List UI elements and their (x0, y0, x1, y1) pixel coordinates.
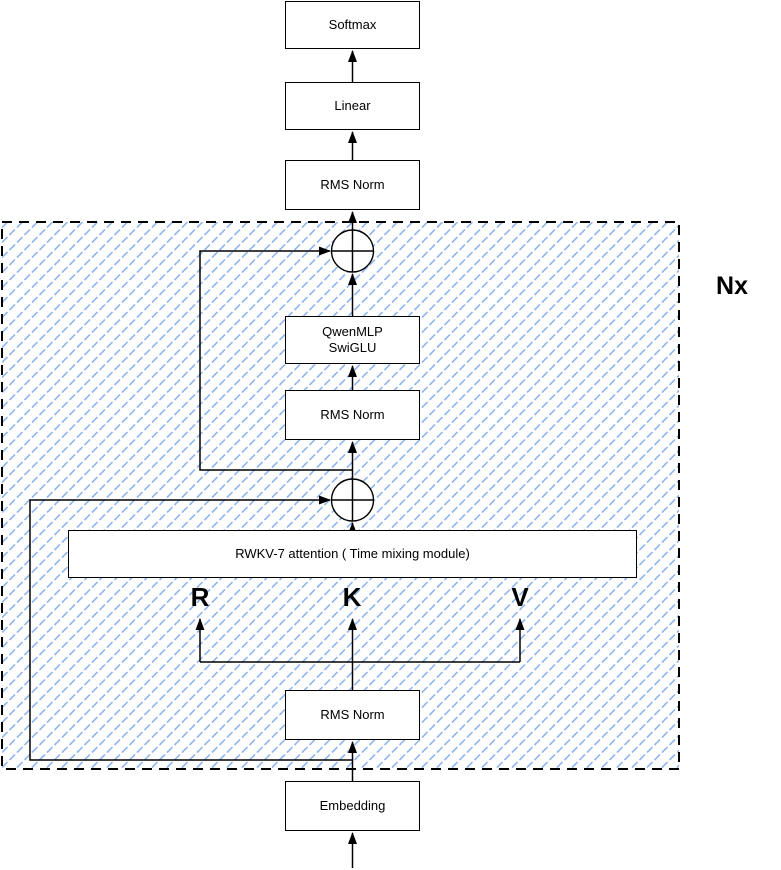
label-value: V (511, 582, 529, 612)
node-linear: Linear (285, 82, 420, 130)
node-rms-norm-top: RMS Norm (285, 160, 420, 210)
node-linear-label: Linear (334, 98, 371, 113)
node-rwkv-attention: RWKV-7 attention ( Time mixing module) (68, 530, 637, 578)
node-qwen-mlp-label-line1: QwenMLP (322, 324, 383, 339)
node-embedding-label: Embedding (319, 798, 386, 813)
node-softmax: Softmax (285, 1, 420, 49)
edge-residual-mlp (199, 246, 353, 471)
edge-residual-attention (29, 495, 353, 761)
node-rms-norm-top-label: RMS Norm (320, 177, 385, 192)
node-rms-norm-bottom: RMS Norm (285, 690, 420, 740)
node-rms-norm-bottom-label: RMS Norm (320, 707, 385, 722)
node-rms-norm-mid: RMS Norm (285, 390, 420, 440)
node-qwen-mlp: QwenMLP SwiGLU (285, 316, 420, 364)
label-repeat-count: Nx (716, 272, 748, 300)
label-key: K (342, 582, 362, 612)
node-embedding: Embedding (285, 781, 420, 831)
node-rwkv-attention-label: RWKV-7 attention ( Time mixing module) (235, 546, 470, 561)
node-softmax-label: Softmax (328, 17, 377, 32)
node-qwen-mlp-label-line2: SwiGLU (328, 340, 377, 355)
node-rms-norm-mid-label: RMS Norm (320, 407, 385, 422)
label-receptance: R (190, 582, 210, 612)
